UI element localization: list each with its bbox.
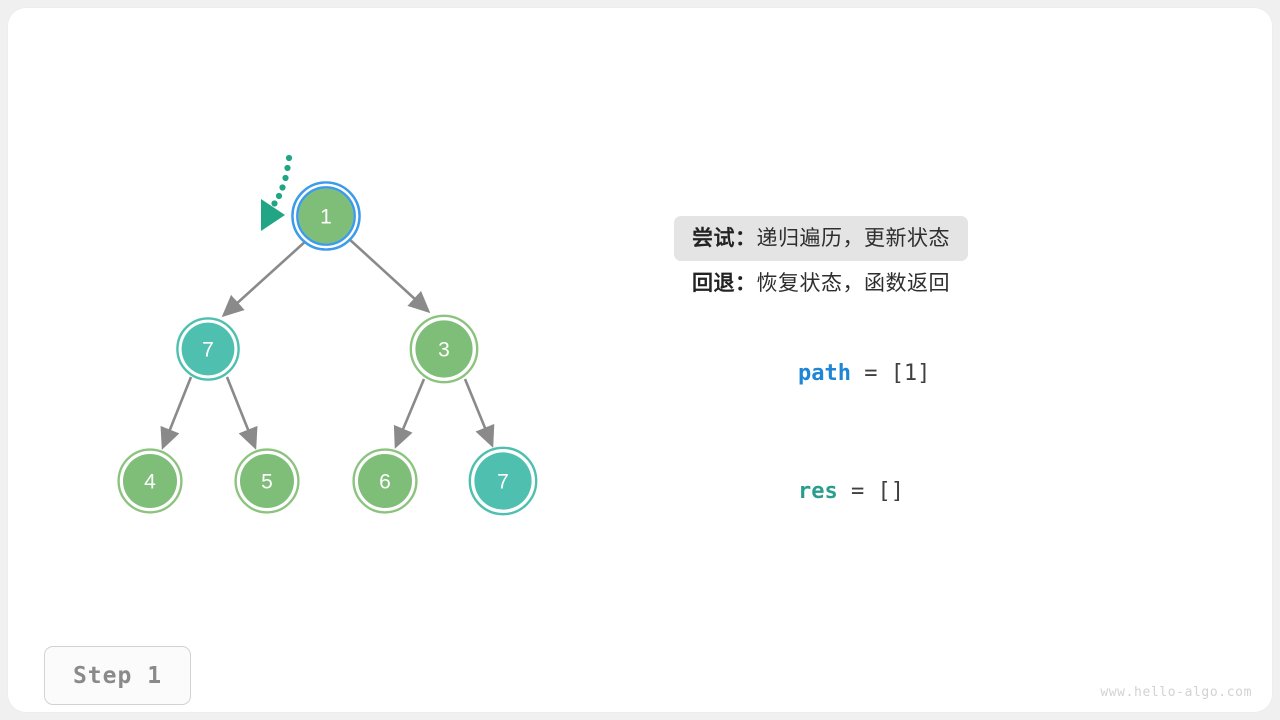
node-7r-ring xyxy=(468,446,538,516)
res-value: = [] xyxy=(837,479,904,504)
try-body: 递归遍历，更新状态 xyxy=(756,227,950,250)
backtrack-label: 回退： xyxy=(692,272,757,295)
backtrack-line: 回退：恢复状态，函数返回 xyxy=(674,261,1112,306)
node-7l-label: 7 xyxy=(202,339,214,362)
node-5-circle xyxy=(240,454,294,508)
tree-node-1[interactable]: 1 xyxy=(291,181,361,251)
path-value: = [1] xyxy=(850,361,931,386)
node-4-circle xyxy=(123,454,177,508)
node-1-circle xyxy=(298,188,354,244)
node-1-inner-ring xyxy=(293,183,359,249)
tree-node-3[interactable]: 3 xyxy=(409,314,479,384)
edge-3-to-6 xyxy=(393,378,426,449)
node-3-ring xyxy=(409,314,479,384)
node-7r-circle xyxy=(474,452,532,510)
recursion-pointer-icon xyxy=(261,154,293,231)
path-variable: path xyxy=(797,361,851,386)
res-variable: res xyxy=(797,479,838,504)
slide-panel: 1 7 3 4 5 xyxy=(8,8,1272,712)
tree-node-5[interactable]: 5 xyxy=(234,448,300,514)
tree-node-7-right[interactable]: 7 xyxy=(468,446,538,516)
edge-1-to-3 xyxy=(347,237,431,314)
edge-7-to-4 xyxy=(160,376,193,450)
tree-node-6[interactable]: 6 xyxy=(352,448,418,514)
node-6-circle xyxy=(358,454,412,508)
explanation-column: 尝试：递归遍历，更新状态 回退：恢复状态，函数返回 path = [1] res… xyxy=(674,216,1112,504)
node-7l-circle xyxy=(181,322,235,376)
node-1-active-ring xyxy=(291,181,361,251)
watermark: www.hello-algo.com xyxy=(1100,685,1252,700)
node-4-label: 4 xyxy=(144,471,156,494)
try-label: 尝试： xyxy=(692,227,757,250)
node-6-label: 6 xyxy=(379,471,391,494)
node-7l-ring xyxy=(176,317,240,381)
backtrack-body: 恢复状态，函数返回 xyxy=(756,272,950,295)
step-badge: Step 1 xyxy=(44,646,191,705)
res-line: res = [] xyxy=(674,424,1112,504)
edge-7-to-5 xyxy=(225,376,258,450)
binary-tree-diagram: 1 7 3 4 5 xyxy=(117,154,538,516)
node-4-ring xyxy=(117,448,183,514)
path-line: path = [1] xyxy=(674,306,1112,386)
node-5-label: 5 xyxy=(261,471,273,494)
node-3-circle xyxy=(415,320,473,378)
edge-3-to-7r xyxy=(463,378,495,448)
edge-1-to-7 xyxy=(221,239,308,318)
node-6-ring xyxy=(352,448,418,514)
node-5-ring xyxy=(234,448,300,514)
node-7r-label: 7 xyxy=(497,471,509,494)
tree-edges xyxy=(160,237,495,450)
tree-node-4[interactable]: 4 xyxy=(117,448,183,514)
try-line: 尝试：递归遍历，更新状态 xyxy=(674,216,968,261)
node-1-ring xyxy=(296,186,356,246)
node-3-label: 3 xyxy=(438,339,450,362)
tree-node-7-left[interactable]: 7 xyxy=(176,317,240,381)
node-1-label: 1 xyxy=(320,206,332,229)
step-badge-label: Step 1 xyxy=(72,662,163,689)
